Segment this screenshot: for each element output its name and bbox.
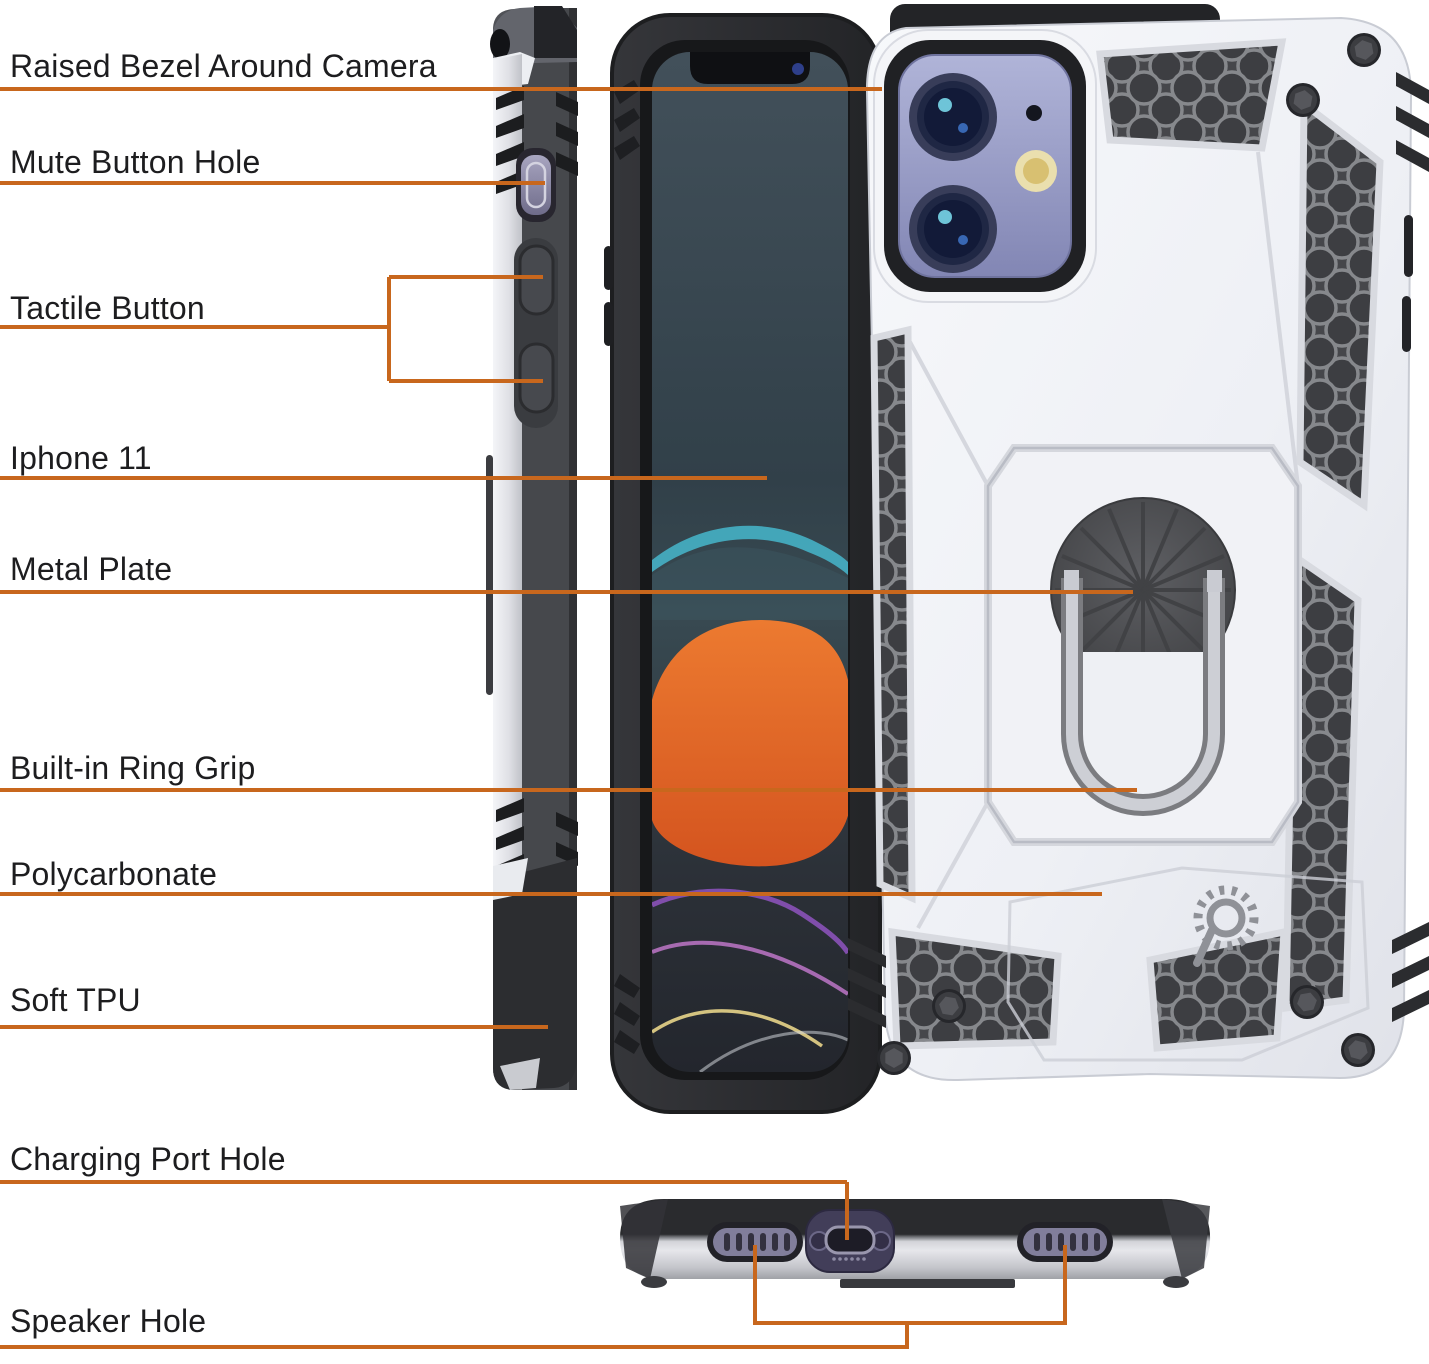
side-volume-buttons: [514, 238, 558, 428]
label-soft-tpu: Soft TPU: [10, 982, 141, 1018]
label-built-in-ring-grip: Built-in Ring Grip: [10, 750, 256, 786]
back-mesh-panels: [870, 38, 1384, 1052]
leader-charging-port: [0, 1180, 849, 1240]
label-tactile-button: Tactile Button: [10, 290, 205, 326]
front-camera-dot: [792, 63, 804, 75]
phone-front-view: [604, 13, 882, 1114]
case-side-view: [486, 6, 578, 1090]
camera-lens-top: [909, 73, 997, 161]
back-side-button-2: [1402, 296, 1411, 352]
punkcase-logo-icon: [1193, 885, 1259, 967]
case-back-view: [848, 4, 1429, 1082]
label-iphone-11: Iphone 11: [10, 440, 152, 476]
leader-lines: [0, 87, 1137, 1349]
label-mute-button-hole: Mute Button Hole: [10, 144, 261, 180]
back-camera-module: [873, 29, 1097, 303]
case-bottom-view: [619, 1199, 1211, 1288]
label-charging-port-hole: Charging Port Hole: [10, 1141, 286, 1177]
label-polycarbonate: Polycarbonate: [10, 856, 218, 892]
front-case-ribs: [604, 80, 640, 1054]
back-ring-grip-assembly: [984, 444, 1302, 846]
front-notch: [690, 52, 810, 84]
side-bottom-cap: [493, 858, 577, 1090]
label-raised-bezel: Raised Bezel Around Camera: [10, 48, 437, 84]
speaker-grille-left: [707, 1222, 803, 1262]
charging-port: [805, 1209, 895, 1273]
side-camera-hole: [490, 29, 510, 59]
label-metal-plate: Metal Plate: [10, 551, 173, 587]
side-front-lip: [486, 455, 493, 695]
camera-mic-dot: [1026, 105, 1042, 121]
front-screen: [652, 52, 848, 1072]
back-corner-bumpers: [848, 72, 1429, 1028]
label-speaker-hole: Speaker Hole: [10, 1303, 207, 1339]
ring-grip: [1061, 570, 1225, 816]
back-side-button: [1404, 215, 1413, 277]
speaker-grille-right: [1017, 1222, 1113, 1262]
corner-screws: [877, 33, 1381, 1075]
camera-lens-bottom: [909, 185, 997, 273]
leader-tactile-button: [0, 275, 543, 383]
leader-speaker-hole: [0, 1245, 1067, 1349]
